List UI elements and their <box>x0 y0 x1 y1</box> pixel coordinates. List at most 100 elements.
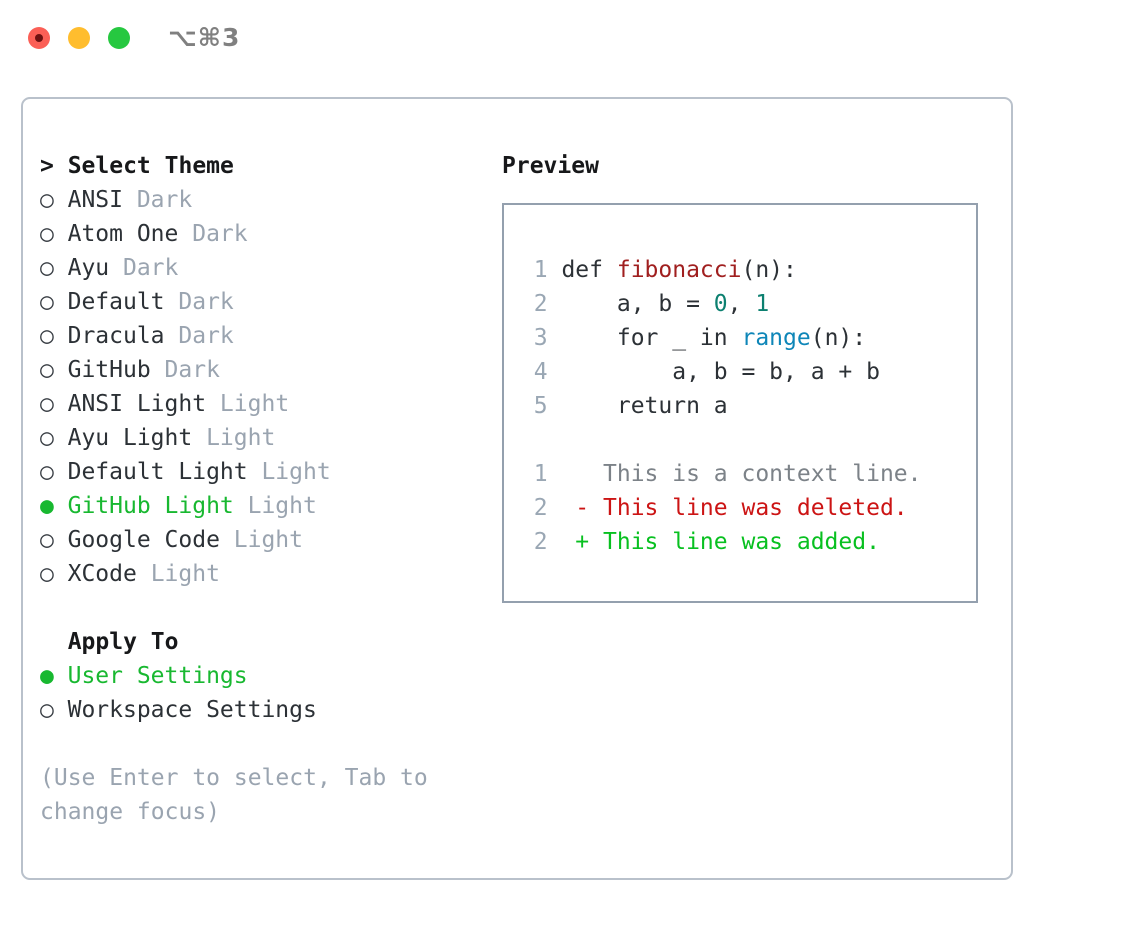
radio-unselected-icon: ○ <box>40 255 54 281</box>
theme-name: Google Code <box>67 527 220 553</box>
diff-text: This line was added. <box>603 529 880 555</box>
code-token: (n): <box>810 325 867 351</box>
radio-selected-icon: ● <box>40 663 54 689</box>
theme-name: GitHub <box>67 357 151 383</box>
code-token: def <box>561 257 617 283</box>
radio-unselected-icon: ○ <box>40 323 54 349</box>
theme-list[interactable]: ○ ANSI Dark ○ Atom One Dark ○ Ayu Dark ○ Defaul… <box>40 183 500 591</box>
theme-name: GitHub Light <box>67 493 234 519</box>
line-number: 1 <box>533 257 548 283</box>
code-token: for _ in <box>561 325 742 351</box>
theme-kind-badge: Light <box>136 561 220 587</box>
code-token: 1 <box>755 291 770 317</box>
diff-line: 1 This is a context line. <box>520 457 968 491</box>
theme-list-item[interactable]: ○ Atom One Dark <box>40 217 500 251</box>
theme-kind-badge: Light <box>233 493 317 519</box>
preview-heading: Preview <box>502 153 599 179</box>
radio-unselected-icon: ○ <box>40 391 54 417</box>
theme-kind-badge: Light <box>192 425 276 451</box>
radio-unselected-icon: ○ <box>40 561 54 587</box>
theme-list-item[interactable]: ○Ayu Dark <box>40 251 500 285</box>
theme-name: ANSI <box>67 187 123 213</box>
theme-kind-badge: Dark <box>178 221 248 247</box>
theme-name: Dracula <box>67 323 165 349</box>
theme-list-item[interactable]: ○ Dracula Dark <box>40 319 500 353</box>
code-line: 2 a, b = 0, 1 <box>520 287 968 321</box>
radio-unselected-icon: ○ <box>40 697 54 723</box>
code-token: fibonacci <box>616 257 742 283</box>
theme-selection-column: > Select Theme ○ANSI Dark○Atom One Dark○… <box>40 149 500 829</box>
apply-to-label: User Settings <box>67 663 248 689</box>
preview-column: Preview 1 def fibonacci(n):2 a, b = 0, 1… <box>502 149 1002 603</box>
apply-to-option[interactable]: ○Workspace Settings <box>40 693 500 727</box>
theme-list-item[interactable]: ○ ANSI Dark <box>40 183 500 217</box>
maximize-window-button[interactable] <box>108 27 130 49</box>
keyboard-hint-text: (Use Enter to select, Tab to change focu… <box>40 765 442 825</box>
theme-list-item[interactable]: ○ GitHub Dark <box>40 353 500 387</box>
theme-list-item[interactable]: ○ XCode Light <box>40 557 500 591</box>
radio-unselected-icon: ○ <box>40 221 54 247</box>
theme-kind-badge: Light <box>219 527 304 553</box>
close-window-button[interactable] <box>28 27 50 49</box>
line-number: 1 <box>533 461 548 487</box>
theme-name: Atom One <box>67 221 179 247</box>
code-token: a, b = <box>561 291 714 317</box>
preview-spacer <box>520 423 968 457</box>
code-token: range <box>741 325 811 351</box>
radio-unselected-icon: ○ <box>40 357 54 383</box>
diff-sign: + <box>575 529 603 555</box>
line-number: 2 <box>533 529 548 555</box>
diff-line: 2 + This line was added. <box>520 525 968 559</box>
code-line: 4 a, b = b, a + b <box>520 355 968 389</box>
keyboard-shortcut-label: ⌥⌘3 <box>168 23 241 52</box>
theme-kind-badge: Dark <box>164 323 234 349</box>
theme-list-item[interactable]: ○ ANSI Light Light <box>40 387 500 421</box>
diff-sign <box>575 461 603 487</box>
theme-kind-badge: Dark <box>164 289 234 315</box>
theme-kind-badge: Light <box>206 391 290 417</box>
radio-unselected-icon: ○ <box>40 187 54 213</box>
code-token: , <box>727 291 756 317</box>
radio-unselected-icon: ○ <box>40 425 54 451</box>
apply-to-option[interactable]: ● User Settings <box>40 659 500 693</box>
code-line: 5 return a <box>520 389 968 423</box>
diff-sign: - <box>575 495 603 521</box>
code-line: 1 def fibonacci(n): <box>520 253 968 287</box>
theme-name: Ayu <box>67 255 110 281</box>
theme-picker-panel: > Select Theme ○ANSI Dark○Atom One Dark○… <box>21 97 1013 880</box>
select-theme-heading: > Select Theme <box>40 153 234 179</box>
theme-kind-badge: Light <box>247 459 331 485</box>
title-bar: ⌥⌘3 <box>0 0 1140 78</box>
diff-line: 2 - This line was deleted. <box>520 491 968 525</box>
line-number: 4 <box>533 359 548 385</box>
minimize-window-button[interactable] <box>68 27 90 49</box>
theme-name: Default <box>67 289 165 315</box>
theme-name: XCode <box>67 561 137 587</box>
code-token: (n): <box>741 257 797 283</box>
theme-kind-badge: Dark <box>150 357 220 383</box>
code-token: 0 <box>713 291 728 317</box>
apply-to-list[interactable]: ● User Settings ○Workspace Settings <box>40 659 500 727</box>
theme-name: Default Light <box>67 459 248 485</box>
line-number: 2 <box>533 495 548 521</box>
theme-list-item[interactable]: ○Google Code Light <box>40 523 500 557</box>
radio-unselected-icon: ○ <box>40 289 54 315</box>
theme-list-item[interactable]: ○ Default Dark <box>40 285 500 319</box>
diff-text: This line was deleted. <box>603 495 908 521</box>
code-line: 3 for _ in range(n): <box>520 321 968 355</box>
traffic-light-buttons <box>28 27 130 49</box>
theme-list-item[interactable]: ○ Ayu Light Light <box>40 421 500 455</box>
theme-name: ANSI Light <box>67 391 207 417</box>
theme-list-item[interactable]: ○ Default Light Light <box>40 455 500 489</box>
line-number: 3 <box>533 325 548 351</box>
theme-kind-badge: Dark <box>122 187 193 213</box>
theme-list-item[interactable]: ●GitHub Light Light <box>40 489 500 523</box>
radio-unselected-icon: ○ <box>40 459 54 485</box>
diff-sample: 1 This is a context line.2 - This line w… <box>520 457 968 559</box>
code-token: return a <box>561 393 728 419</box>
theme-name: Ayu Light <box>67 425 193 451</box>
